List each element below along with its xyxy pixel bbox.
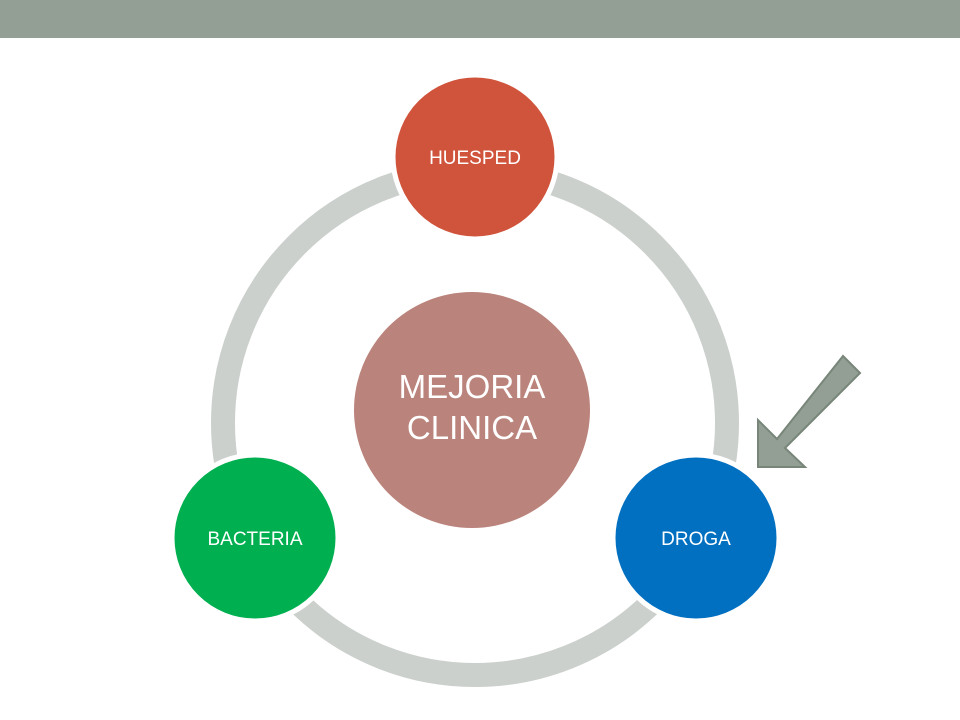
center-label-line2: CLINICA	[407, 409, 537, 446]
node-droga-circle	[610, 452, 782, 624]
node-huesped: HUESPED	[390, 72, 560, 242]
arrow-down-left-icon	[757, 354, 862, 468]
node-huesped-circle	[390, 72, 560, 242]
header-bar	[0, 0, 960, 38]
node-bacteria: BACTERIA	[169, 452, 341, 624]
node-bacteria-circle	[169, 452, 341, 624]
center-circle	[354, 292, 590, 528]
node-droga: DROGA	[610, 452, 782, 624]
center-node: MEJORIA CLINICA	[354, 292, 590, 528]
node-bacteria-label: BACTERIA	[207, 529, 302, 550]
center-label-line1: MEJORIA	[399, 368, 546, 405]
node-huesped-label: HUESPED	[429, 148, 521, 169]
node-droga-label: DROGA	[661, 529, 731, 550]
